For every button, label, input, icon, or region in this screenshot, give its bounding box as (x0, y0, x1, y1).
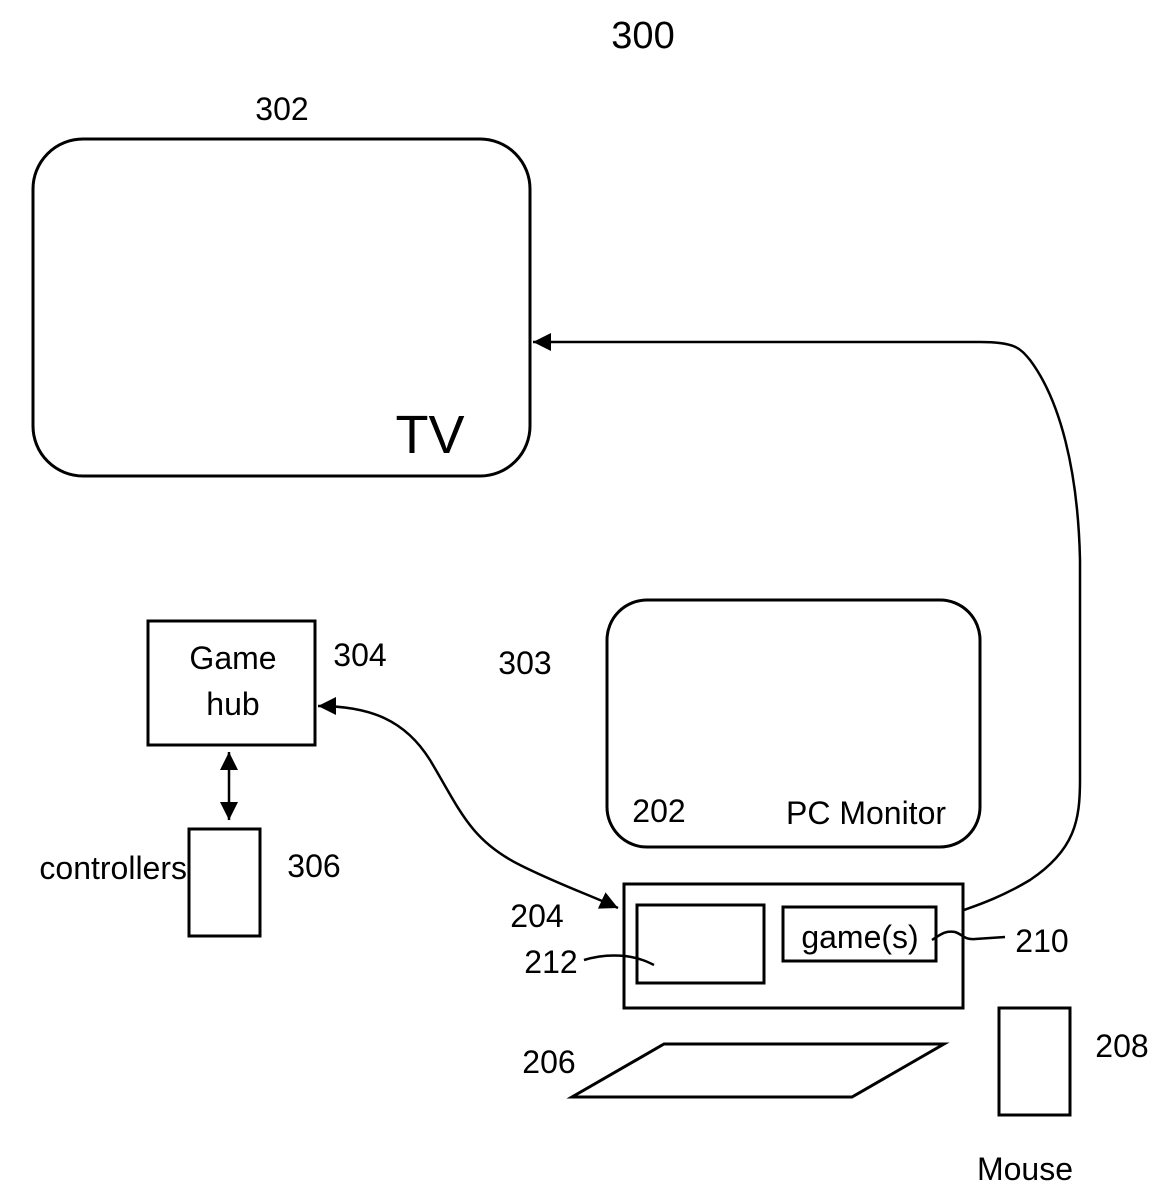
figure-number: 300 (611, 15, 674, 57)
pc-monitor-label: PC Monitor (786, 795, 946, 831)
mouse-label: Mouse (977, 1151, 1073, 1187)
keyboard-ref: 206 (522, 1044, 575, 1080)
game-hub-label-line2: hub (206, 686, 259, 722)
tv-ref: 302 (255, 91, 308, 127)
games-label: game(s) (801, 919, 918, 955)
keyboard-shape (572, 1044, 944, 1097)
pc-monitor-ref: 202 (632, 793, 685, 829)
processor-ref: 212 (524, 944, 577, 980)
mouse-box (999, 1008, 1070, 1115)
processor-box (637, 905, 764, 983)
processor-leader-line (584, 955, 654, 965)
game-hub-ref: 304 (333, 637, 386, 673)
mouse-ref: 208 (1095, 1028, 1148, 1064)
controllers-ref: 306 (287, 848, 340, 884)
controllers-box (189, 829, 260, 936)
link-ref: 303 (498, 645, 551, 681)
computer-ref: 204 (510, 898, 563, 934)
games-leader-line (932, 932, 1005, 940)
controllers-label: controllers (39, 850, 187, 886)
game-hub-label-line1: Game (189, 640, 276, 676)
games-ref: 210 (1015, 923, 1068, 959)
tv-label: TV (395, 405, 464, 465)
hub-computer-arrow (318, 706, 618, 908)
